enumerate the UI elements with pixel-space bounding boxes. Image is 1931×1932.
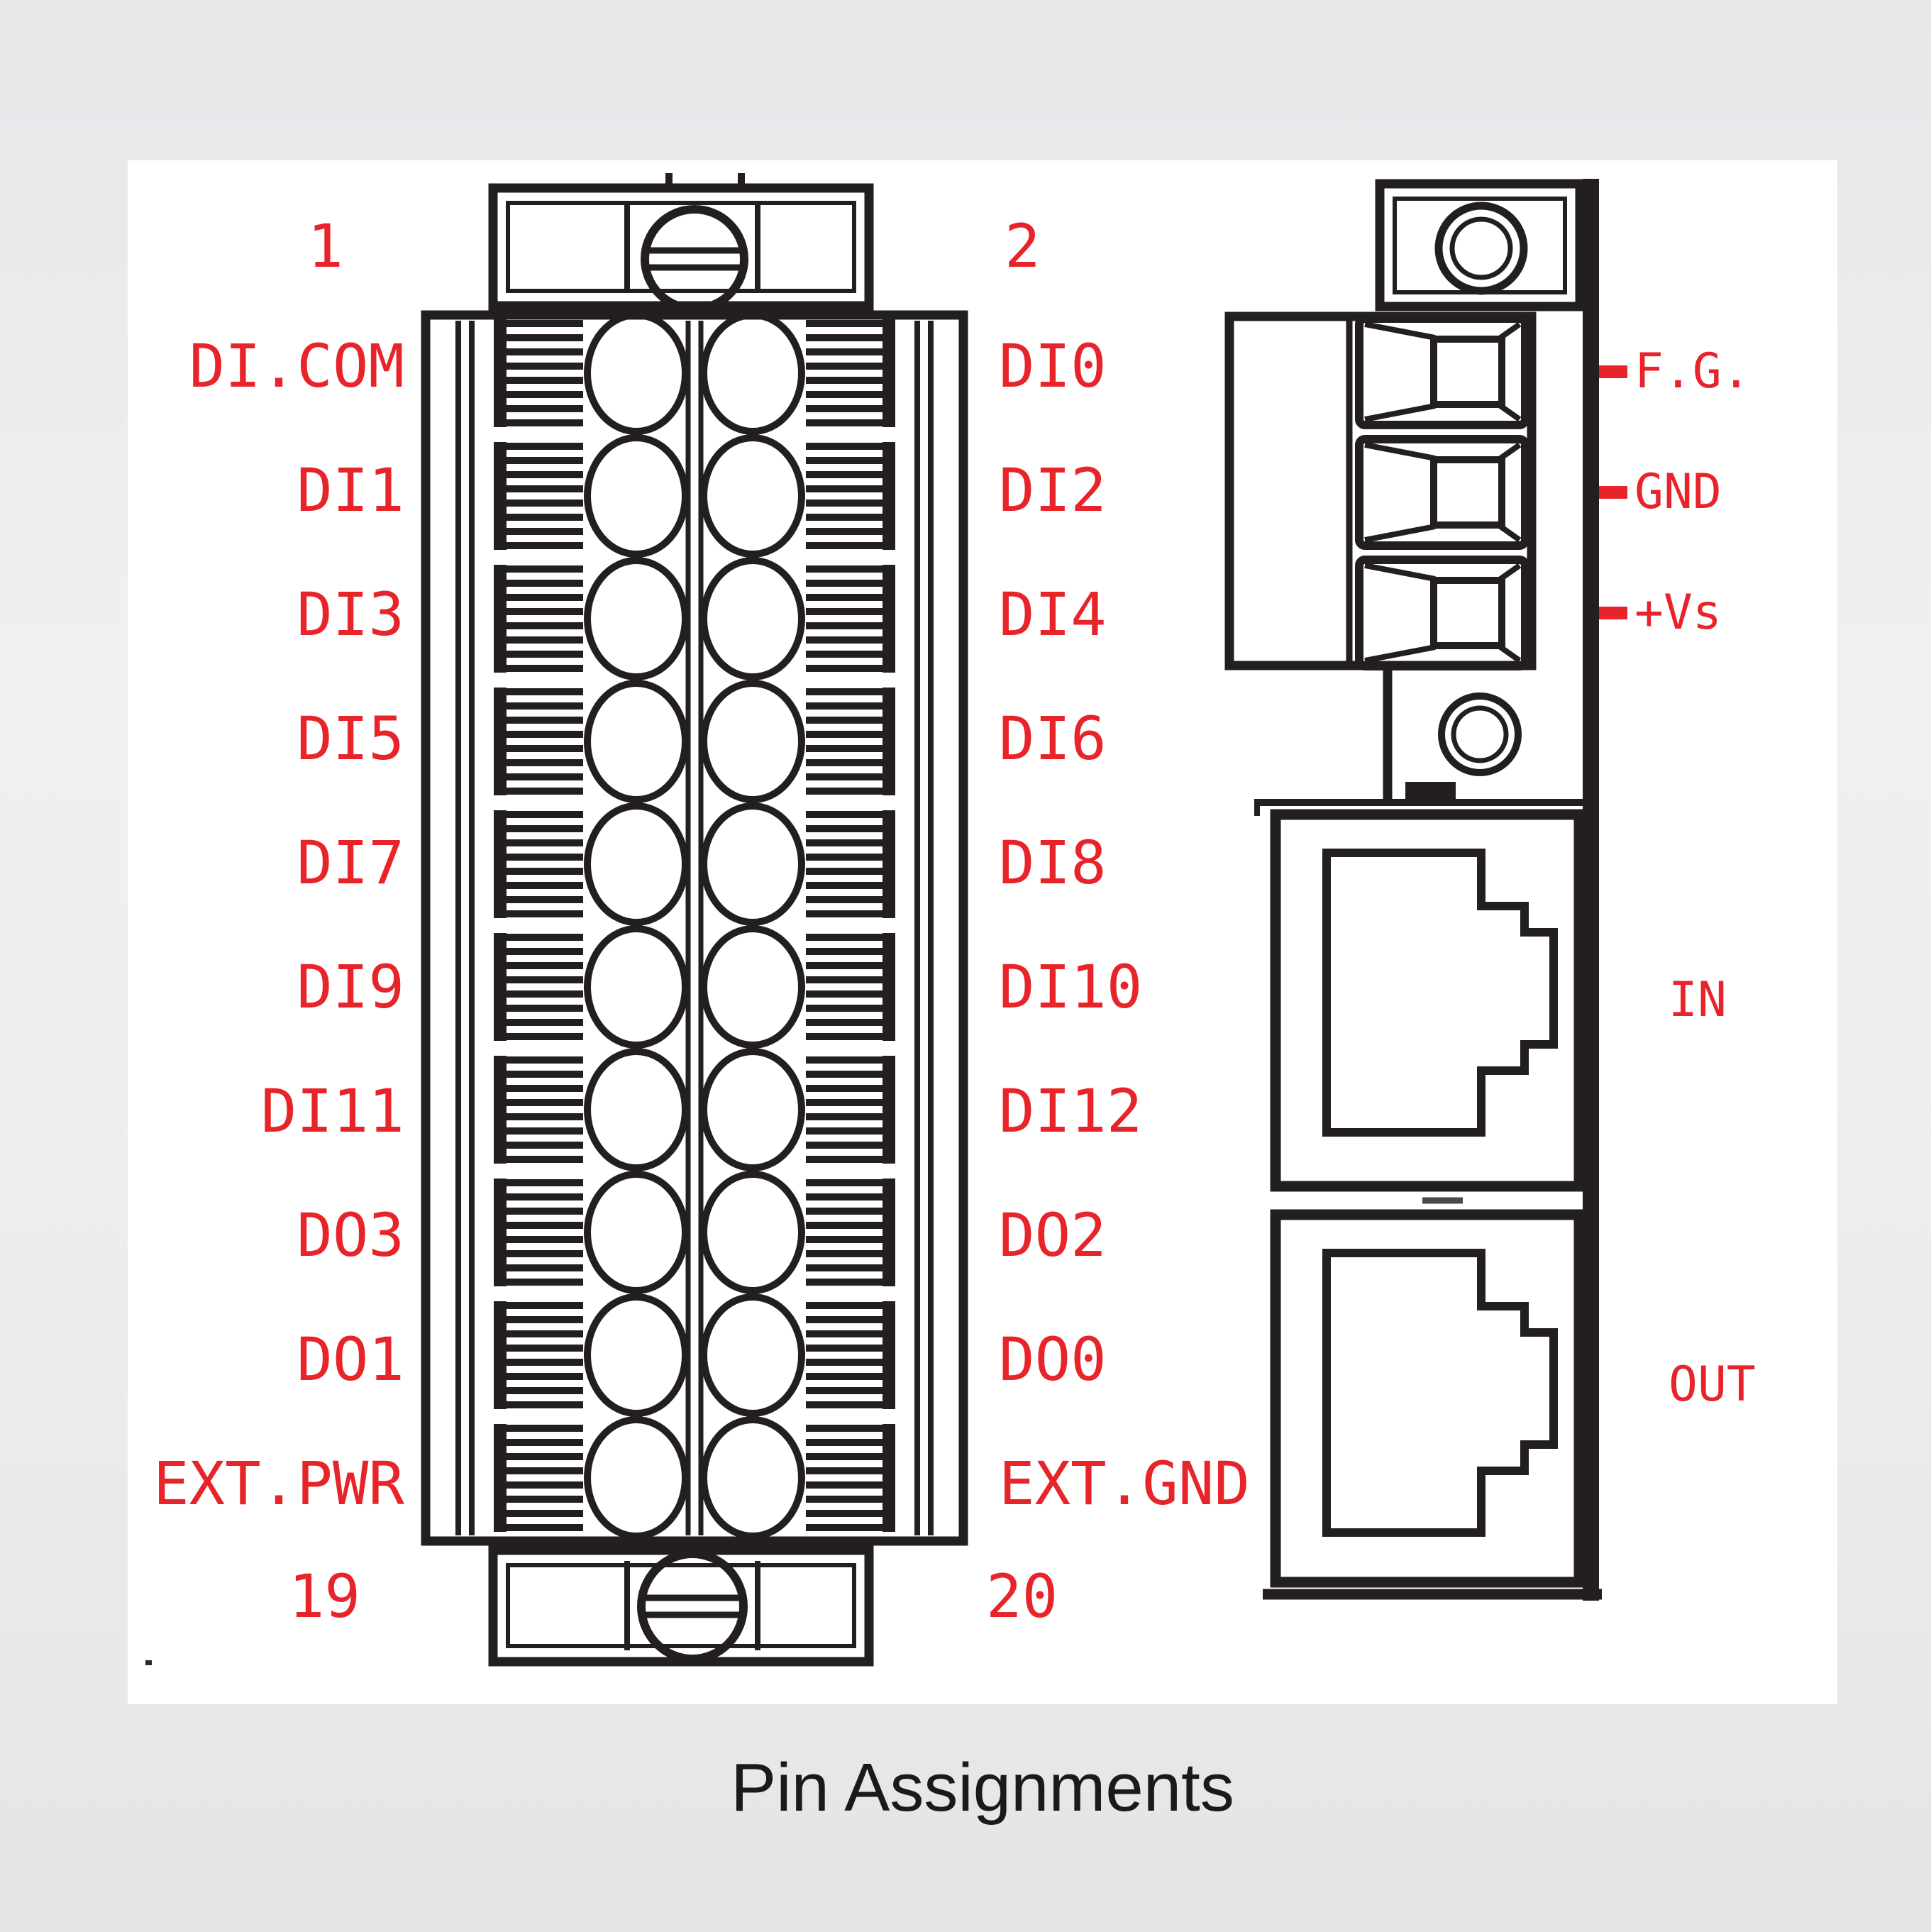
module-right-edge (1583, 179, 1599, 1601)
pin-number-1: 1 (307, 211, 343, 281)
ethernet-ports-drawing (1263, 179, 1602, 1601)
ethernet-out-label: OUT (1669, 1357, 1756, 1413)
pin-label-di-com: DI.COM (189, 331, 404, 401)
pin-label-di6: DI6 (999, 704, 1107, 773)
terminal-hole (700, 802, 805, 926)
screw-hole-icon (1438, 692, 1522, 776)
terminal-hole (700, 1416, 805, 1540)
ethernet-in-label: IN (1669, 972, 1727, 1028)
comb-spine-left (494, 1056, 507, 1164)
pin-label-do0: DO0 (999, 1325, 1107, 1394)
top-mounting-flange (488, 173, 874, 313)
wire-clamp-terminal (1355, 435, 1529, 550)
terminal-hole (700, 925, 805, 1049)
top-screw-hole-flange (1375, 179, 1585, 311)
comb-spine-left (494, 1424, 507, 1532)
pin-label-di8: DI8 (999, 828, 1107, 898)
pin-label-di4: DI4 (999, 580, 1107, 649)
terminal-hole (700, 1048, 805, 1171)
pin-label-di3: DI3 (297, 580, 404, 649)
pin-label-di2: DI2 (999, 456, 1107, 525)
terminal-hole (584, 434, 689, 558)
power-terminal-clamps (1355, 314, 1529, 670)
terminal-hole (584, 1171, 689, 1294)
pin-label-di0: DI0 (999, 331, 1107, 401)
comb-spine-left (494, 933, 507, 1041)
wire-clamp-terminal (1355, 556, 1529, 670)
terminal-hole (584, 1293, 689, 1417)
comb-spine-right (882, 933, 895, 1041)
terminal-hole (700, 1293, 805, 1417)
terminal-hole (700, 680, 805, 803)
terminal-hole (584, 802, 689, 926)
pin-label-ext-gnd: EXT.GND (999, 1449, 1251, 1518)
terminal-hole (584, 925, 689, 1049)
pin-label-di5: DI5 (297, 704, 404, 773)
pin-label-di9: DI9 (297, 952, 404, 1022)
comb-spine-right (882, 1301, 895, 1409)
screw-hole-icon (1434, 202, 1528, 295)
comb-spine-right (882, 810, 895, 918)
comb-spine-left (494, 688, 507, 795)
comb-spine-right (882, 1056, 895, 1164)
comb-spine-left (494, 319, 507, 427)
pin-label-do1: DO1 (297, 1325, 404, 1394)
power-pin-label-vs: +Vs (1634, 585, 1722, 641)
comb-spine-right (882, 1424, 895, 1532)
flange-notch (665, 173, 673, 184)
comb-spine-right (882, 1178, 895, 1286)
terminal-hole (700, 1171, 805, 1294)
terminal-hole (700, 557, 805, 680)
power-pin-label-fg: F.G. (1634, 343, 1751, 399)
comb-spine-right (882, 565, 895, 673)
flange-notch (738, 173, 745, 184)
comb-spine-right (882, 688, 895, 795)
terminal-rows (494, 311, 895, 1540)
terminal-body (421, 310, 968, 1546)
comb-spine-left (494, 442, 507, 550)
terminal-hole (584, 311, 689, 435)
comb-spine-right (882, 319, 895, 427)
pin-label-di10: DI10 (999, 952, 1143, 1022)
pin-label-di12: DI12 (999, 1076, 1143, 1146)
power-pin-label-gnd: GND (1634, 464, 1722, 520)
housing-tab (1405, 782, 1456, 802)
pin-label-di1: DI1 (297, 456, 404, 525)
pin-number-2: 2 (1005, 211, 1041, 281)
comb-spine-left (494, 810, 507, 918)
wire-clamp-terminal (1355, 314, 1529, 429)
terminal-hole (584, 557, 689, 680)
comb-spine-left (494, 1301, 507, 1409)
pin-label-do2: DO2 (999, 1200, 1107, 1270)
comb-spine-left (494, 565, 507, 673)
screw-head-icon (641, 205, 748, 313)
rj45-out-port-icon (1263, 1209, 1602, 1600)
pin-label-ext-pwr: EXT.PWR (153, 1449, 404, 1518)
comb-spine-left (494, 1178, 507, 1286)
terminal-hole (584, 1416, 689, 1540)
terminal-hole (584, 1048, 689, 1171)
stray-dot (145, 1660, 152, 1665)
rj45-in-port-icon (1270, 809, 1585, 1192)
mid-section (1254, 666, 1583, 816)
screw-head-icon (637, 1550, 748, 1663)
pin-number-19: 19 (288, 1562, 360, 1631)
comb-spine-right (882, 442, 895, 550)
terminal-block-drawing (421, 173, 968, 1667)
diagram-title: Pin Assignments (731, 1750, 1234, 1826)
power-connector-drawing (1224, 179, 1627, 816)
pin-label-do3: DO3 (297, 1200, 404, 1270)
pin-label-di11: DI11 (260, 1076, 404, 1146)
terminal-hole (584, 680, 689, 803)
terminal-hole (700, 434, 805, 558)
pin-label-di7: DI7 (297, 828, 404, 898)
terminal-hole (700, 311, 805, 435)
pin-number-20: 20 (986, 1562, 1058, 1631)
bottom-mounting-flange (488, 1545, 874, 1667)
